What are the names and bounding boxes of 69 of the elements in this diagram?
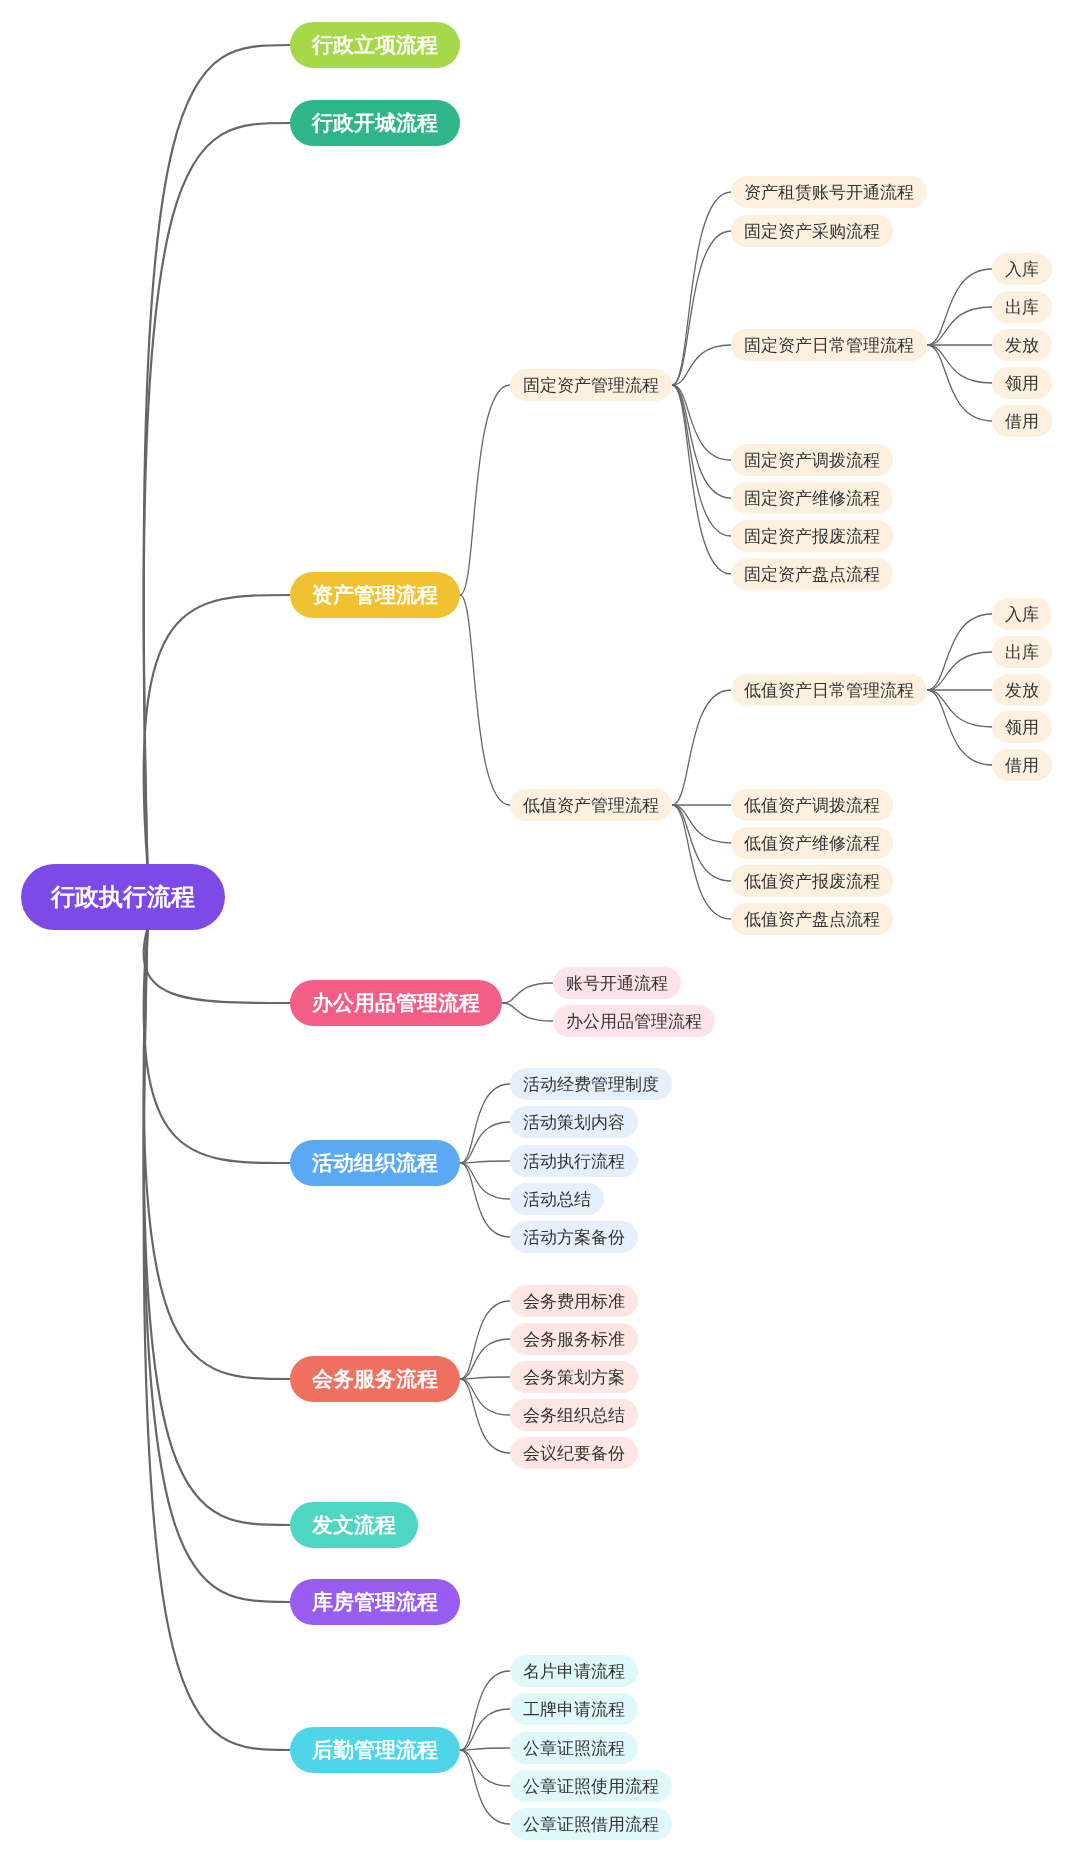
subtopic-pill: 活动总结 <box>510 1183 604 1215</box>
subtopic-pill: 低值资产调拨流程 <box>731 789 893 821</box>
subtopic-pill: 固定资产采购流程 <box>731 215 893 247</box>
subtopic-pill: 出库 <box>992 291 1052 323</box>
branch-topic-pill: 行政立项流程 <box>290 22 460 68</box>
subtopic-pill: 办公用品管理流程 <box>553 1005 715 1037</box>
subtopic-pill: 活动方案备份 <box>510 1221 638 1253</box>
subtopic-pill: 固定资产管理流程 <box>510 369 672 401</box>
subtopic-pill: 会务服务标准 <box>510 1323 638 1355</box>
branch-topic-pill: 资产管理流程 <box>290 572 460 618</box>
subtopic-pill: 低值资产维修流程 <box>731 827 893 859</box>
subtopic-pill: 账号开通流程 <box>553 967 681 999</box>
subtopic-pill: 公章证照借用流程 <box>510 1808 672 1840</box>
branch-topic-pill: 库房管理流程 <box>290 1579 460 1625</box>
connector-line <box>501 982 554 1004</box>
connector-line <box>459 1378 511 1454</box>
subtopic-pill: 活动策划内容 <box>510 1106 638 1138</box>
connector-line <box>459 594 511 806</box>
subtopic-pill: 低值资产管理流程 <box>510 789 672 821</box>
subtopic-pill: 借用 <box>992 749 1052 781</box>
subtopic-pill: 低值资产报废流程 <box>731 865 893 897</box>
connector-line <box>459 1378 511 1416</box>
connector-line <box>671 384 732 575</box>
connector-line <box>671 344 732 386</box>
subtopic-pill: 会务策划方案 <box>510 1361 638 1393</box>
branch-topic-pill: 后勤管理流程 <box>290 1727 460 1773</box>
subtopic-pill: 资产租赁账号开通流程 <box>731 176 927 208</box>
subtopic-pill: 名片申请流程 <box>510 1655 638 1687</box>
connector-line <box>501 1002 554 1022</box>
subtopic-pill: 固定资产报废流程 <box>731 520 893 552</box>
subtopic-pill: 出库 <box>992 636 1052 668</box>
subtopic-pill: 领用 <box>992 367 1052 399</box>
root-topic-pill: 行政执行流程 <box>21 864 225 930</box>
subtopic-pill: 领用 <box>992 711 1052 743</box>
branch-topic-pill: 活动组织流程 <box>290 1140 460 1186</box>
subtopic-pill: 固定资产日常管理流程 <box>731 329 927 361</box>
connector-line <box>926 344 993 422</box>
subtopic-pill: 活动执行流程 <box>510 1145 638 1177</box>
connector-line <box>459 384 511 596</box>
branch-topic-pill: 办公用品管理流程 <box>290 980 502 1026</box>
subtopic-pill: 工牌申请流程 <box>510 1693 638 1725</box>
connector-line <box>459 1749 511 1787</box>
subtopic-pill: 固定资产盘点流程 <box>731 558 893 590</box>
subtopic-pill: 公章证照使用流程 <box>510 1770 672 1802</box>
subtopic-pill: 会议纪要备份 <box>510 1437 638 1469</box>
branch-topic-pill: 行政开城流程 <box>290 100 460 146</box>
subtopic-pill: 低值资产日常管理流程 <box>731 674 927 706</box>
branch-topic-pill: 会务服务流程 <box>290 1356 460 1402</box>
connector-line <box>142 593 290 867</box>
connector-line <box>459 1162 511 1238</box>
subtopic-pill: 低值资产盘点流程 <box>731 903 893 935</box>
connector-line <box>459 1162 511 1200</box>
subtopic-pill: 入库 <box>992 253 1052 285</box>
subtopic-pill: 公章证照流程 <box>510 1732 638 1764</box>
subtopic-pill: 会务组织总结 <box>510 1399 638 1431</box>
subtopic-pill: 会务费用标准 <box>510 1285 638 1317</box>
subtopic-pill: 发放 <box>992 329 1052 361</box>
connector-line <box>459 1749 511 1825</box>
subtopic-pill: 固定资产维修流程 <box>731 482 893 514</box>
branch-topic-pill: 发文流程 <box>290 1502 418 1548</box>
connector-line <box>142 928 291 1752</box>
subtopic-pill: 借用 <box>992 405 1052 437</box>
subtopic-pill: 固定资产调拨流程 <box>731 444 893 476</box>
connector-line <box>671 804 732 920</box>
subtopic-pill: 活动经费管理制度 <box>510 1068 672 1100</box>
connector-line <box>926 689 993 766</box>
connector-line <box>671 230 732 386</box>
subtopic-pill: 入库 <box>992 598 1052 630</box>
subtopic-pill: 发放 <box>992 674 1052 706</box>
